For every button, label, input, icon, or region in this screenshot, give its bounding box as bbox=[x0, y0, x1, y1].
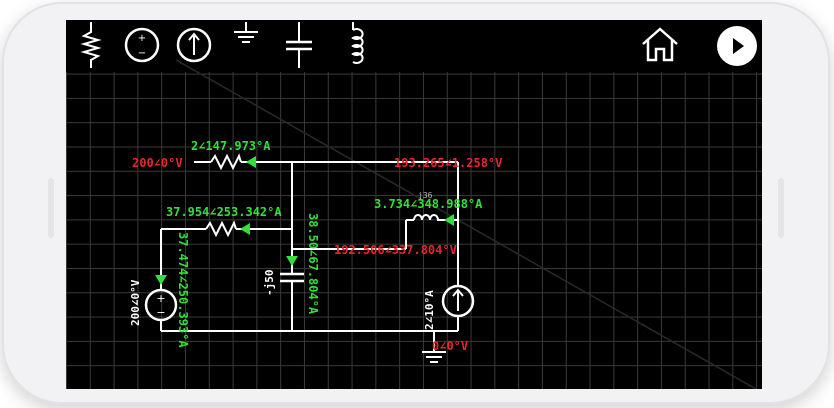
resistor-middle bbox=[205, 220, 237, 238]
ground-icon bbox=[234, 22, 258, 43]
current-label-inductor: 3.734∠348.988°A bbox=[374, 197, 483, 211]
current-label-left-branch: 37.474∠250.393°A bbox=[176, 232, 190, 348]
voltage-label-source-left: 200∠0°V bbox=[132, 156, 183, 170]
inductor bbox=[413, 214, 440, 221]
svg-text:+: + bbox=[138, 33, 146, 44]
current-label-top: 2∠147.973°A bbox=[191, 139, 271, 153]
side-button bbox=[48, 178, 54, 238]
voltage-label-ground: 0∠0°V bbox=[432, 339, 469, 353]
run-simulation-button[interactable] bbox=[717, 26, 757, 66]
current-source-right bbox=[441, 284, 475, 318]
current-source-right-value: 2∠10°A bbox=[423, 290, 436, 330]
inductor-value-label: j36 bbox=[418, 191, 433, 200]
home-icon bbox=[642, 27, 678, 62]
voltage-source-icon: + − bbox=[124, 27, 160, 63]
voltage-source-left-value: 200∠0°V bbox=[129, 279, 142, 326]
svg-text:−: − bbox=[156, 306, 165, 319]
current-label-middle: 37.954∠253.342°A bbox=[166, 205, 282, 219]
resistor-top bbox=[210, 153, 242, 171]
circuit-diagram: + − bbox=[144, 59, 757, 389]
capacitor-value: -j50 bbox=[263, 269, 276, 297]
play-icon bbox=[733, 38, 744, 54]
current-label-capacitor: 38.50∠67.804°A bbox=[306, 213, 320, 315]
resistor-tool[interactable] bbox=[76, 22, 106, 68]
current-source-icon bbox=[176, 27, 212, 63]
inductor-tool[interactable] bbox=[338, 22, 368, 68]
voltage-label-mid: 192.506∠337.804°V bbox=[334, 243, 457, 257]
circuit-canvas[interactable]: + − bbox=[66, 20, 762, 389]
home-button[interactable] bbox=[640, 22, 680, 68]
voltage-source-left bbox=[144, 288, 178, 322]
capacitor-icon bbox=[286, 22, 312, 68]
resistor-icon bbox=[80, 22, 102, 68]
voltage-label-top-right: 193.265∠1.258°V bbox=[394, 156, 503, 170]
svg-text:+: + bbox=[156, 292, 165, 305]
ground-tool[interactable] bbox=[231, 22, 261, 68]
ground-symbol bbox=[422, 351, 446, 363]
capacitor-tool[interactable] bbox=[284, 22, 314, 68]
voltage-source-tool[interactable]: + − bbox=[122, 22, 162, 68]
current-source-tool[interactable] bbox=[174, 22, 214, 68]
inductor-icon bbox=[351, 22, 364, 64]
side-button bbox=[778, 178, 784, 238]
svg-text:−: − bbox=[138, 48, 146, 59]
